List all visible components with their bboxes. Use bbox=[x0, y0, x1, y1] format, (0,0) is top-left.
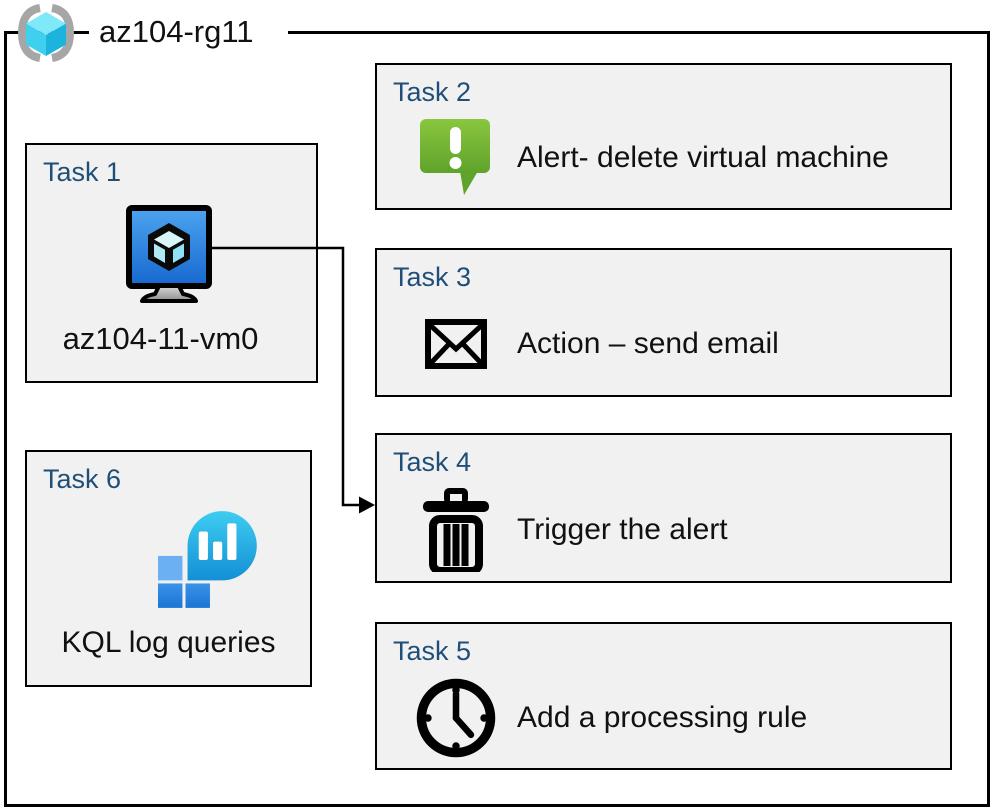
task-1-label: Task 1 bbox=[43, 157, 122, 187]
alert-icon-cell bbox=[413, 117, 499, 199]
trash-icon-cell bbox=[413, 487, 499, 572]
task-6-label: Task 6 bbox=[43, 464, 122, 494]
task-6-text: KQL log queries bbox=[61, 626, 276, 659]
clock-icon bbox=[416, 678, 496, 757]
email-icon bbox=[425, 319, 487, 370]
resource-group-icon bbox=[17, 4, 75, 62]
task-box-3: Task 3 Action – send email bbox=[375, 248, 952, 397]
resource-group-name: az104-rg11 bbox=[89, 8, 288, 56]
email-icon-cell bbox=[413, 319, 499, 370]
task-5-label: Task 5 bbox=[393, 636, 472, 666]
task-4-content: Trigger the alert bbox=[377, 478, 950, 581]
task-box-2: Task 2 Alert- delete virtual machine bbox=[375, 63, 952, 210]
task-box-1: Task 1 az104-11-vm0 bbox=[25, 143, 318, 383]
task-4-text: Trigger the alert bbox=[517, 512, 728, 546]
trash-icon bbox=[423, 487, 489, 572]
task-5-text: Add a processing rule bbox=[517, 700, 808, 734]
task-box-4: Task 4 Trigger the alert bbox=[375, 433, 952, 583]
task-2-text: Alert- delete virtual machine bbox=[517, 141, 889, 175]
task-3-content: Action – send email bbox=[377, 293, 950, 395]
clock-icon-cell bbox=[413, 674, 499, 762]
kql-log-analytics-icon bbox=[158, 511, 257, 608]
task-2-label: Task 2 bbox=[393, 77, 472, 107]
task-3-label: Task 3 bbox=[393, 262, 472, 292]
virtual-machine-icon bbox=[126, 205, 212, 303]
alert-icon bbox=[420, 119, 490, 196]
vm-name-text: az104-11-vm0 bbox=[62, 321, 259, 356]
task-5-content: Add a processing rule bbox=[377, 667, 950, 768]
task-2-content: Alert- delete virtual machine bbox=[377, 108, 950, 208]
task-3-text: Action – send email bbox=[517, 327, 779, 361]
task-box-5: Task 5 Add a processing rule bbox=[375, 622, 952, 770]
task-4-label: Task 4 bbox=[393, 447, 472, 477]
task-box-6: Task 6 KQL log queries bbox=[25, 450, 312, 687]
resource-group-header: az104-rg11 bbox=[9, 0, 288, 64]
